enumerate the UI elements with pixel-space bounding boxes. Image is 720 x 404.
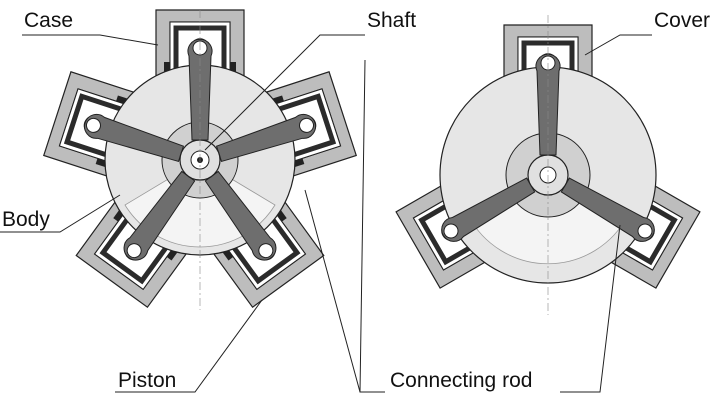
label-connecting-rod: Connecting rod — [390, 369, 532, 392]
label-case: Case — [24, 9, 73, 32]
leader-lines — [0, 34, 652, 393]
label-body: Body — [2, 208, 50, 231]
five-cylinder-engine — [44, 10, 357, 310]
label-cover: Cover — [654, 9, 710, 32]
three-cylinder-engine — [396, 15, 700, 315]
label-shaft: Shaft — [367, 9, 416, 32]
label-piston: Piston — [118, 369, 176, 392]
